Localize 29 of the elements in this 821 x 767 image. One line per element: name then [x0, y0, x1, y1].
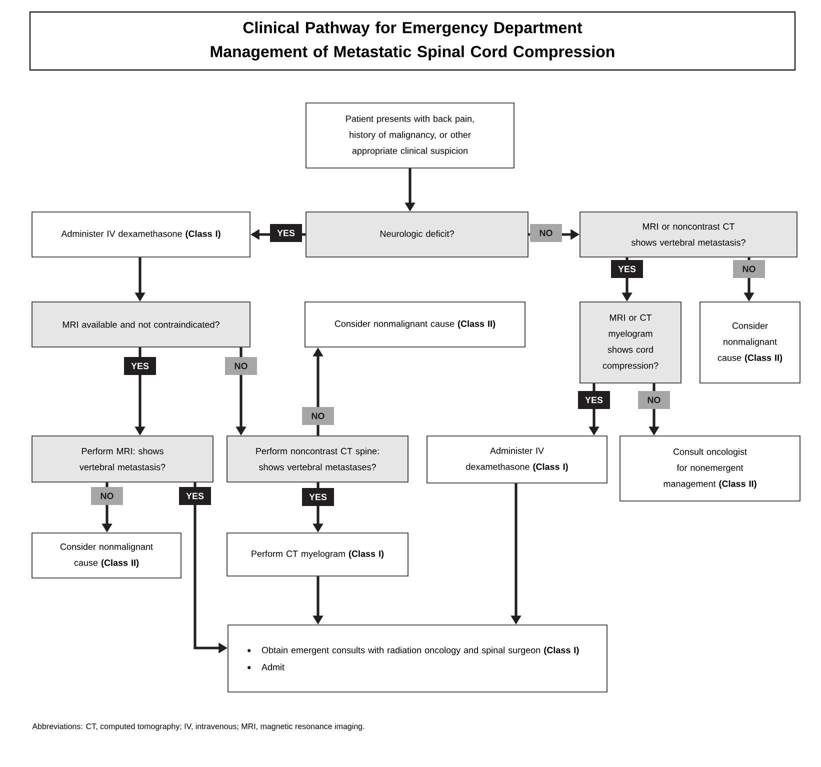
edge-label: YES: [179, 487, 211, 505]
edge-label: YES: [302, 488, 334, 506]
process-box: Consult oncologist for nonemergent management (Class II): [620, 436, 800, 502]
decision-box: Perform MRI: shows vertebral metastasis?: [32, 436, 214, 482]
process-box: Administer IV dexamethasone (Class I): [426, 436, 608, 484]
edge-label: NO: [638, 391, 670, 409]
process-box: Administer IV dexamethasone (Class I): [32, 212, 250, 258]
process-box: Perform CT myelogram (Class I): [226, 532, 408, 576]
decision-box: MRI or CT myelogram shows cord compression?: [580, 302, 682, 384]
edge-label: YES: [611, 260, 643, 278]
decision-box: MRI or noncontrast CT shows vertebral metastasis?: [580, 212, 798, 258]
edge-label: NO: [733, 260, 765, 278]
decision-box: MRI available and not contraindicated?: [32, 302, 250, 348]
edge-label: YES: [124, 357, 156, 375]
process-box: Patient presents with back pain, history of malignancy, or other appropriate clinical suspicion: [306, 102, 514, 168]
decision-box: Perform noncontrast CT spine: shows vertebral metastases?: [226, 436, 408, 482]
process-box: Consider nonmalignant cause (Class II): [304, 302, 526, 348]
process-box: Consider nonmalignant cause (Class II): [700, 302, 800, 384]
edge-label: YES: [270, 224, 302, 242]
process-box: Consider nonmalignant cause (Class II): [32, 532, 182, 578]
edge-label: NO: [302, 407, 334, 425]
footnote: Abbreviations: CT, computed tomography; IV, intravenous; MRI, magnetic resonance imaging.: [32, 723, 364, 731]
edge-label: NO: [530, 224, 562, 242]
edge-label: NO: [91, 487, 123, 505]
process-box: Obtain emergent consults with radiation oncology and spinal surgeon (Class I) Admit: [228, 624, 608, 692]
edge-label: YES: [578, 391, 610, 409]
title-box: Clinical Pathway for Emergency Department Management of Metastatic Spinal Cord Compression: [29, 11, 796, 71]
edge-label: NO: [225, 357, 257, 375]
decision-box: Neurologic deficit?: [306, 212, 528, 258]
